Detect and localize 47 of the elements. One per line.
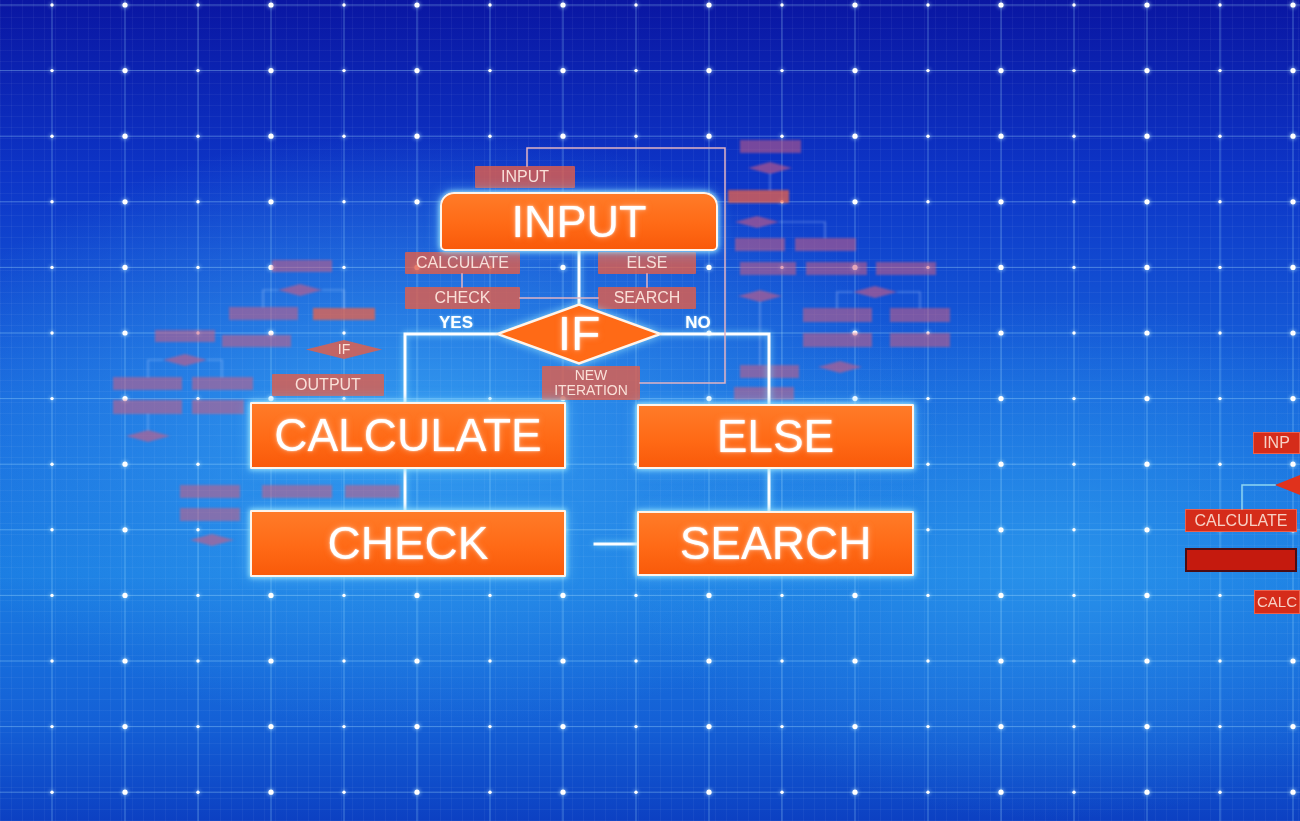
step-label: INP [1263,434,1290,452]
step-label: CALCULATE [415,254,510,272]
faded-process-box [598,252,696,274]
connector-line [519,297,599,299]
faded-process-box [475,166,575,188]
process-box [637,404,914,469]
step-label: SEARCH [613,289,681,307]
connector-line [526,147,726,384]
step-label: CHECK [434,289,491,307]
faded-process-box [272,374,384,396]
process-box [637,511,914,576]
faded-process-box [598,287,696,309]
faded-process-box [405,252,520,274]
step-label: CALCULATE [274,411,542,460]
edge-label: NO [685,313,711,331]
step-label: OUTPUT [295,376,361,394]
step-label: NEW ITERATION [553,367,629,399]
connector-line [403,332,498,404]
step-label: ELSE [716,412,835,461]
process-box [250,402,566,469]
connector-line [403,467,407,512]
step-label: CALCULATE [1194,511,1288,530]
faded-process-box [542,366,640,400]
decision-diamond [1275,475,1300,495]
step-label: INPUT [501,168,549,186]
process-box [1253,432,1300,454]
process-box [1185,548,1297,572]
condition-label: IF [337,341,351,358]
connector-line [646,273,648,288]
edge-label: YES [439,313,473,331]
step-label: SEARCH [679,519,872,568]
process-box [440,192,718,251]
connector-line [577,249,581,305]
connector-line [593,542,639,546]
step-label: ELSE [626,254,668,272]
step-label: CHECK [327,519,489,568]
condition-label: IF [557,308,601,360]
connector-line [1241,484,1276,510]
faded-process-box [405,287,520,309]
step-label: INPUT [511,197,647,246]
process-box [1185,509,1297,532]
process-box [250,510,566,577]
connector-line [461,273,463,288]
faded-decision-diamond [306,340,382,359]
connector-line [767,467,771,513]
step-label: CALC [1257,593,1297,611]
connector-line [660,332,771,406]
